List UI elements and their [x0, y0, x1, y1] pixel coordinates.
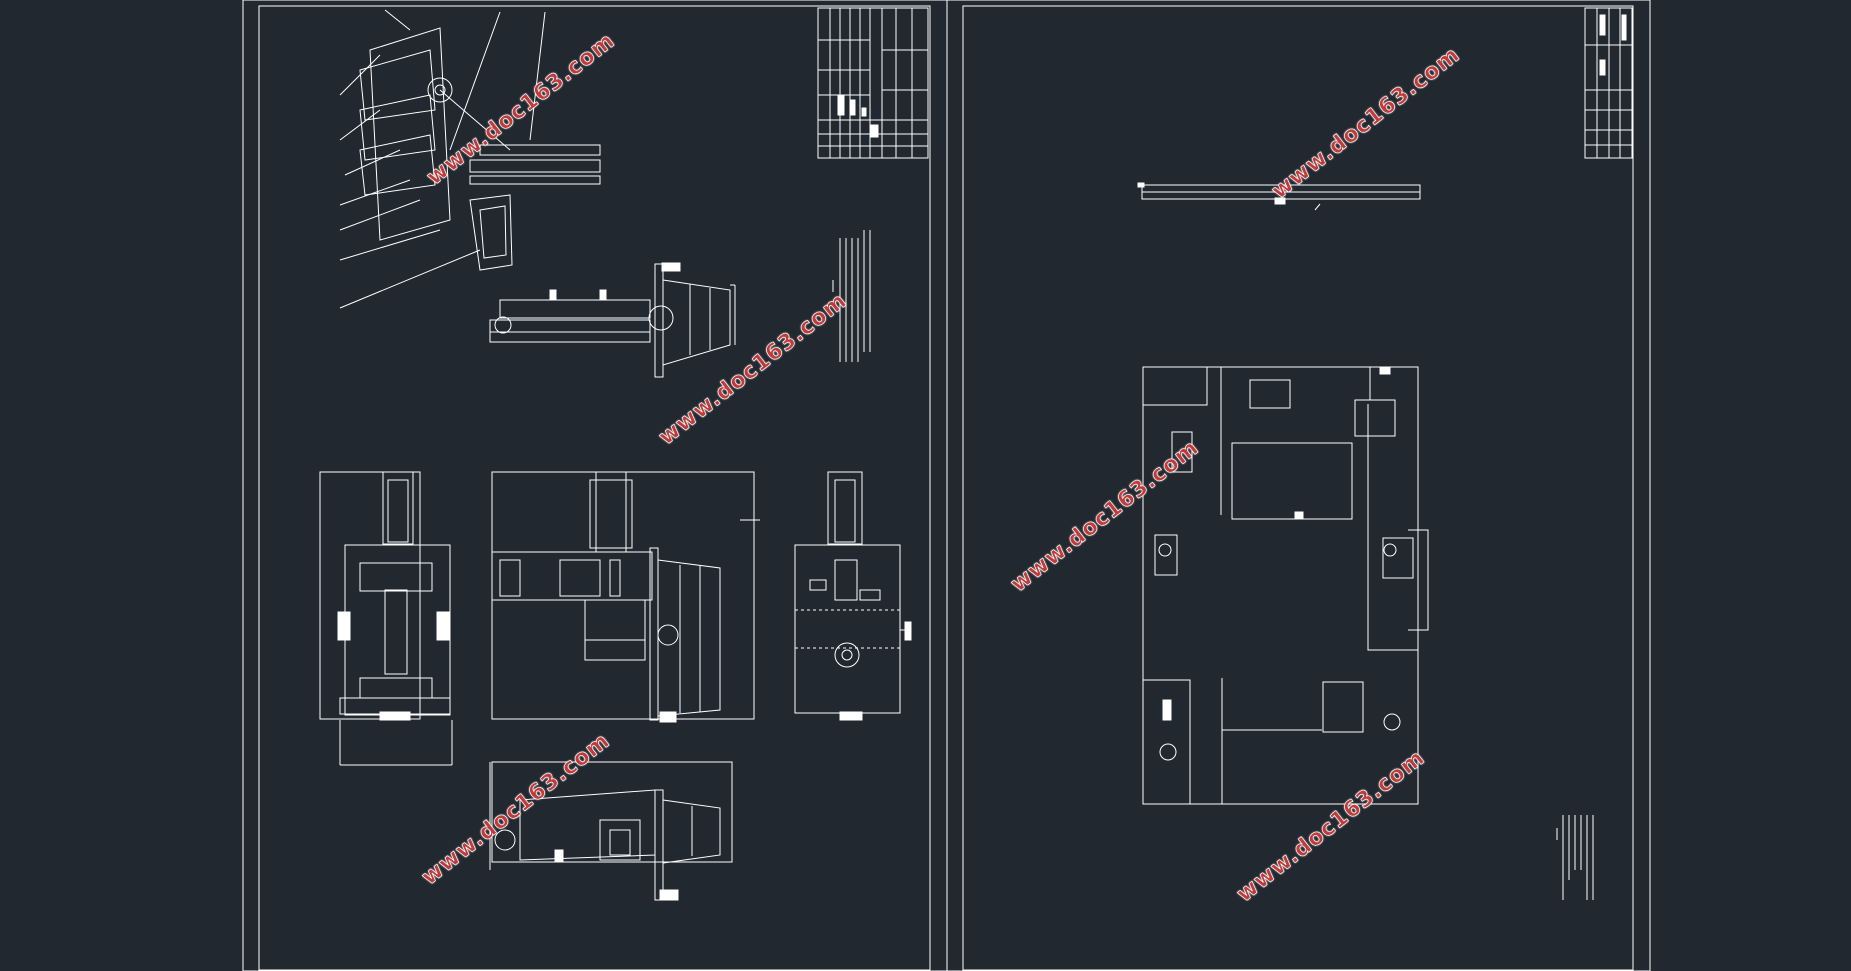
shaft-part-view — [1137, 182, 1421, 211]
center-elevation-view — [491, 471, 760, 723]
part-sheet — [946, 0, 1651, 971]
right-technical-notes — [1556, 815, 1594, 900]
left-sheet-inner-frame — [258, 5, 931, 971]
assembly-sheet — [242, 0, 948, 971]
base-plate-view — [1142, 366, 1429, 805]
left-title-block — [817, 7, 929, 159]
front-view — [319, 471, 453, 766]
isometric-assembly-view — [339, 9, 601, 309]
side-view — [489, 262, 736, 378]
left-technical-notes — [832, 230, 871, 362]
end-view — [794, 471, 912, 721]
right-title-block — [1584, 7, 1633, 159]
right-sheet-inner-frame — [962, 5, 1634, 971]
bottom-view — [489, 761, 733, 901]
right-sheet-outer-border — [946, 0, 1651, 971]
